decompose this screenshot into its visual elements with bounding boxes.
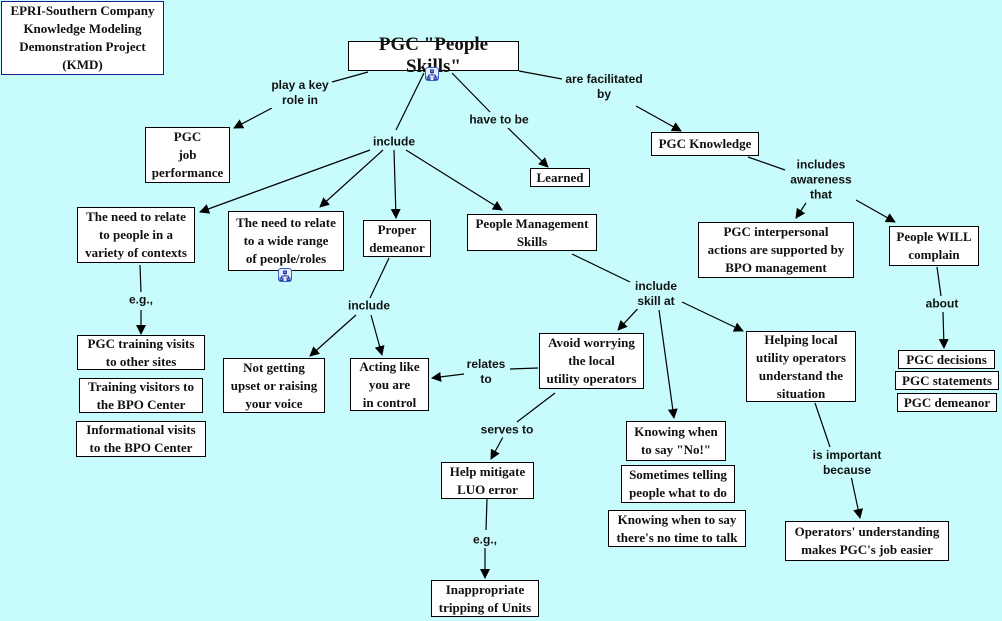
- edge: [814, 402, 831, 448]
- concept-operators-understanding[interactable]: Operators' understanding makes PGC's job…: [785, 521, 949, 561]
- concept-pgc-statements[interactable]: PGC statements: [895, 371, 999, 390]
- edge: [233, 107, 273, 129]
- edge: [431, 371, 465, 382]
- link-play-key-role[interactable]: play a key role in: [269, 78, 331, 108]
- edge: [390, 149, 401, 219]
- edge: [309, 314, 357, 357]
- link-serves-to[interactable]: serves to: [478, 422, 536, 438]
- concept-training-visits[interactable]: PGC training visits to other sites: [77, 335, 205, 370]
- edge: [509, 367, 539, 370]
- concept-proper-demeanor[interactable]: Proper demeanor: [363, 220, 431, 257]
- concept-need-relate-range[interactable]: The need to relate to a wide range of pe…: [228, 211, 344, 271]
- concept-pgc-knowledge[interactable]: PGC Knowledge: [651, 132, 759, 156]
- edge: [199, 149, 371, 214]
- edge: [370, 314, 385, 356]
- concept-helping-luo[interactable]: Helping local utility operators understa…: [746, 331, 856, 402]
- concept-acting-control[interactable]: Acting like you are in control: [350, 358, 429, 411]
- concept-not-upset[interactable]: Not getting upset or raising your voice: [223, 358, 325, 413]
- link-is-important-because[interactable]: is important because: [810, 448, 884, 478]
- concept-people-management[interactable]: People Management Skills: [467, 214, 597, 251]
- concept-avoid-worrying[interactable]: Avoid worrying the local utility operato…: [539, 333, 644, 389]
- edge: [681, 301, 744, 332]
- concept-sometimes-telling[interactable]: Sometimes telling people what to do: [621, 465, 735, 503]
- edge: [405, 149, 503, 211]
- edge: [518, 70, 563, 80]
- edge: [369, 257, 390, 299]
- link-relates-to[interactable]: relates to: [464, 357, 508, 387]
- edge: [490, 436, 504, 460]
- link-eg-1[interactable]: e.g.,: [126, 292, 156, 308]
- link-eg-2[interactable]: e.g.,: [470, 532, 500, 548]
- edge: [855, 199, 896, 223]
- concept-knowing-no[interactable]: Knowing when to say "No!": [626, 421, 726, 461]
- edge: [331, 71, 369, 83]
- link-includes-awareness[interactable]: includes awareness that: [788, 157, 854, 203]
- link-include-main[interactable]: include: [370, 134, 418, 150]
- concept-interpersonal-supported[interactable]: PGC interpersonal actions are supported …: [698, 222, 854, 278]
- concept-informational-visits[interactable]: Informational visits to the BPO Center: [76, 421, 206, 457]
- link-have-to-be[interactable]: have to be: [467, 112, 531, 128]
- edge: [139, 264, 142, 293]
- submap-icon[interactable]: [425, 67, 439, 81]
- link-facilitated-by[interactable]: are facilitated by: [563, 72, 645, 102]
- edge: [485, 498, 488, 531]
- edge: [747, 156, 786, 171]
- edge: [938, 311, 949, 349]
- concept-pgc-decisions[interactable]: PGC decisions: [898, 350, 995, 369]
- edge: [507, 127, 549, 168]
- concept-training-visitors[interactable]: Training visitors to the BPO Center: [79, 378, 203, 413]
- edge: [850, 475, 864, 519]
- concept-need-relate-contexts[interactable]: The need to relate to people in a variet…: [77, 207, 195, 263]
- concept-inappropriate-tripping[interactable]: Inappropriate tripping of Units: [431, 580, 539, 617]
- edge: [795, 202, 807, 219]
- edge: [635, 105, 682, 132]
- edge: [571, 253, 631, 283]
- concept-learned[interactable]: Learned: [530, 168, 590, 187]
- edge: [936, 266, 942, 297]
- link-about[interactable]: about: [923, 296, 961, 312]
- concept-job-performance[interactable]: PGC job performance: [145, 127, 230, 183]
- link-include-skill-at[interactable]: include skill at: [632, 279, 680, 309]
- submap-icon[interactable]: [278, 268, 292, 282]
- edge: [319, 149, 384, 208]
- project-title-box: EPRI-Southern Company Knowledge Modeling…: [1, 1, 164, 75]
- edge: [658, 309, 678, 419]
- concept-pgc-demeanor[interactable]: PGC demeanor: [897, 393, 997, 412]
- edge: [451, 72, 491, 113]
- root-concept[interactable]: PGC "People Skills": [348, 34, 519, 77]
- concept-no-time[interactable]: Knowing when to say there's no time to t…: [608, 510, 746, 547]
- link-include-demeanor[interactable]: include: [345, 298, 393, 314]
- concept-people-complain[interactable]: People WILL complain: [889, 226, 979, 266]
- edge: [516, 392, 556, 423]
- concept-help-mitigate[interactable]: Help mitigate LUO error: [441, 462, 534, 499]
- edge: [395, 72, 425, 131]
